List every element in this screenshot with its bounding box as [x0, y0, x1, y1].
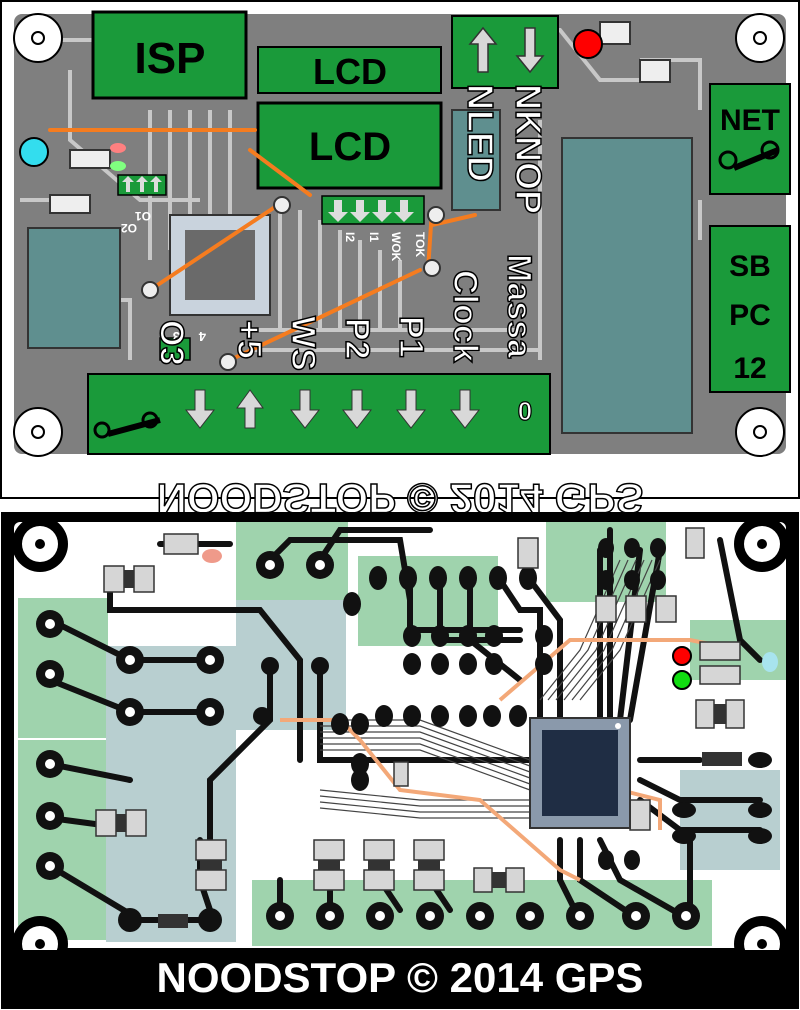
mounting-hole — [735, 13, 785, 63]
nled-block — [451, 109, 501, 211]
red-led-icon — [110, 143, 126, 153]
sb-label: SB — [729, 250, 771, 283]
top-mounting-holes — [13, 13, 785, 457]
lcd-label-1: LCD — [313, 51, 387, 92]
lcd-label-2: LCD — [309, 125, 391, 169]
pc-label: PC — [729, 299, 771, 332]
bottom-fine-traces — [319, 559, 661, 819]
red-led-icon — [672, 646, 692, 666]
mounting-hole — [735, 407, 785, 457]
cyan-led-icon — [19, 137, 49, 167]
pin4-label: 4 — [198, 329, 206, 344]
terminal-labels: O3 +5 WS P2 P1 Clock Massa — [153, 253, 539, 371]
pink-led-icon — [202, 549, 222, 563]
top-vias — [141, 196, 445, 371]
bottom-pad-holes — [45, 560, 691, 921]
arrow-down-icon — [515, 27, 545, 74]
green-led-icon — [672, 670, 692, 690]
nknop-label: NKNOP — [508, 84, 549, 214]
tok-label: TOK — [413, 232, 427, 257]
lcd-connector-1: LCD — [257, 46, 442, 94]
top-left-block — [27, 227, 121, 349]
o1-label: O1 — [135, 209, 151, 223]
ws-label: WS — [284, 316, 322, 371]
bottom-view: NOODSTOP © 2014 GPS — [1, 512, 799, 1009]
cyan-led-icon — [762, 652, 778, 672]
clock-label: Clock — [446, 270, 484, 363]
arrow-up-icon — [236, 389, 264, 429]
bottom-pads — [36, 551, 700, 932]
net-connector: NET — [709, 83, 791, 195]
switch-icon — [93, 421, 111, 439]
bottom-mcu — [529, 717, 631, 829]
plus5-label: +5 — [230, 320, 268, 359]
mcu-die — [185, 230, 255, 300]
small-header — [159, 337, 191, 361]
output-header — [117, 174, 167, 196]
arrow-down-icon — [289, 389, 321, 429]
net-label: NET — [720, 104, 780, 137]
arrow-up-icon — [122, 176, 134, 192]
switch-icon — [718, 150, 738, 170]
bottom-smd-parts — [95, 527, 745, 893]
input-header — [321, 195, 425, 225]
bottom-smd-bodies — [116, 570, 742, 928]
power-connector: SB PC 12 — [709, 225, 791, 393]
o3-label: O3 — [154, 320, 192, 365]
green-led-icon — [110, 161, 126, 171]
arrow-down-icon — [350, 200, 370, 222]
arrow-down-icon — [372, 200, 392, 222]
isp-label: ISP — [135, 34, 206, 83]
main-terminal-block: 0 — [87, 373, 551, 455]
arrow-up-icon — [150, 176, 162, 192]
bottom-footer-text: NOODSTOP © 2014 GPS — [157, 954, 644, 1001]
wok-label: WOK — [389, 232, 403, 262]
twelve-label: 12 — [733, 352, 766, 385]
bottom-footer-bar — [1, 950, 799, 1009]
i1-label: I1 — [367, 232, 381, 242]
arrow-down-icon — [328, 200, 348, 222]
nled-label: NLED — [460, 84, 501, 182]
arrow-up-icon — [136, 176, 148, 192]
lcd-connector-2: LCD — [256, 101, 443, 190]
mounting-hole — [13, 13, 63, 63]
red-led-icon — [573, 29, 603, 59]
mounting-hole — [734, 516, 790, 572]
button-led-connector — [451, 15, 559, 89]
pin3-label: 3 — [173, 329, 180, 344]
arrow-down-icon — [341, 389, 373, 429]
p2-label: P2 — [338, 318, 376, 360]
top-small-pads — [49, 21, 671, 214]
i2-label: I2 — [343, 232, 357, 242]
mounting-hole — [13, 407, 63, 457]
p1-label: P1 — [392, 316, 430, 358]
o2-label: O2 — [121, 221, 137, 235]
right-block — [561, 137, 693, 434]
terminal-zero-label: 0 — [518, 396, 532, 426]
massa-label: Massa — [500, 254, 538, 359]
arrow-down-icon — [184, 389, 216, 429]
top-view: ISP LCD LCD NLED NKNOP NET — [0, 0, 800, 523]
mounting-hole — [12, 516, 68, 572]
arrow-down-icon — [449, 389, 481, 429]
arrow-down-icon — [394, 200, 414, 222]
isp-connector: ISP — [91, 10, 248, 100]
arrow-down-icon — [395, 389, 427, 429]
bottom-header-pads — [331, 538, 772, 870]
arrow-up-icon — [468, 26, 498, 73]
